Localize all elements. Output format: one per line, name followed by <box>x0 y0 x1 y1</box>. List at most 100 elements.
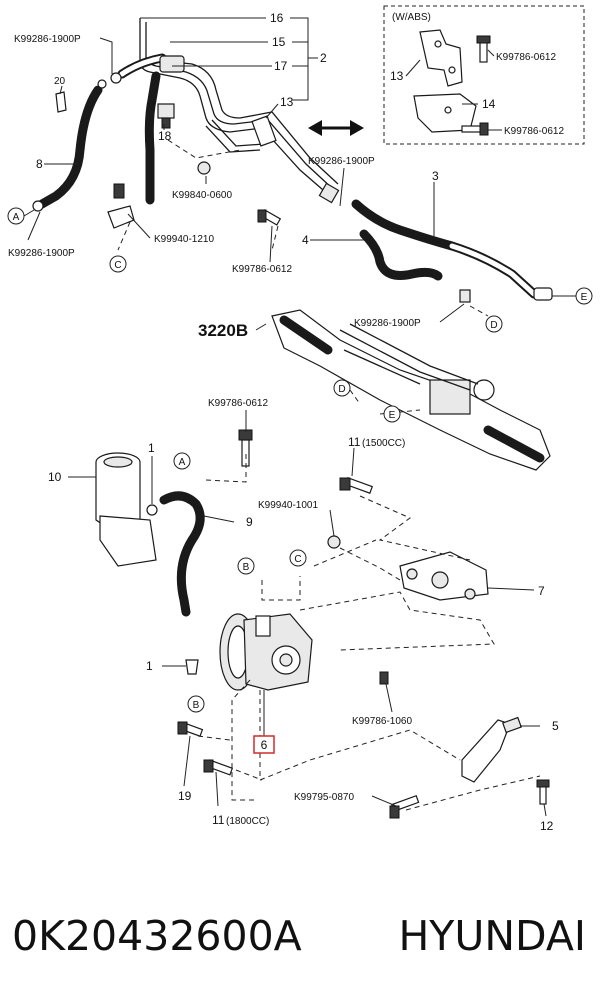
label-11b: 11 <box>212 813 225 827</box>
reference-circles: A A B B C C D D E E <box>7 207 593 713</box>
code-mid-1: K99286-1900P <box>308 156 375 167</box>
label-17: 17 <box>274 59 288 73</box>
label-1a: 1 <box>148 441 155 455</box>
power-steering-pump-6[interactable] <box>219 613 313 691</box>
label-11b-note: (1800CC) <box>226 816 269 827</box>
label-2: 2 <box>320 51 327 65</box>
label-11a: 11 <box>348 435 361 449</box>
pipe-end-nut[interactable] <box>318 182 340 204</box>
code-left: K99286-1900P <box>8 248 75 259</box>
steering-rack-3220b: 3220B <box>198 309 551 471</box>
svg-text:B: B <box>243 562 250 573</box>
svg-text:C: C <box>294 554 301 565</box>
label-1b: 1 <box>146 659 153 673</box>
bolt-11-1500[interactable] <box>339 476 374 494</box>
code-inset-1: K99786-0612 <box>496 52 556 63</box>
hose-3[interactable] <box>351 199 553 301</box>
svg-text:A: A <box>179 457 186 468</box>
code-rack: K99286-1900P <box>354 318 421 329</box>
label-11a-note: (1500CC) <box>362 438 405 449</box>
pressure-switch-18[interactable] <box>157 103 175 129</box>
clamp-1210[interactable] <box>107 183 135 229</box>
code-1001: K99940-1001 <box>258 500 318 511</box>
bracket-12[interactable] <box>461 719 511 783</box>
svg-text:A: A <box>13 212 20 223</box>
circle-e-2 <box>383 405 401 423</box>
circle-a-1 <box>7 207 25 225</box>
label-5: 5 <box>552 719 559 733</box>
fitting-15[interactable] <box>159 55 185 73</box>
bolt-5[interactable] <box>502 716 522 734</box>
label-13b: 13 <box>390 69 404 83</box>
code-0870: K99795-0870 <box>294 792 354 803</box>
label-13a: 13 <box>280 95 294 109</box>
clip-1b[interactable] <box>185 659 199 675</box>
part-number-text: 0K20432600A <box>12 912 302 960</box>
code-0600: K99840-0600 <box>172 190 232 201</box>
hose-8[interactable] <box>32 79 107 212</box>
label-20: 20 <box>54 76 66 87</box>
nut-0600[interactable] <box>197 161 211 175</box>
bracket-7[interactable] <box>399 551 489 601</box>
bolt-1060[interactable] <box>379 671 389 685</box>
label-8: 8 <box>36 157 43 171</box>
bolt-19[interactable] <box>177 721 204 737</box>
hose-9[interactable] <box>159 491 205 617</box>
label-19: 19 <box>178 789 192 803</box>
label-12: 12 <box>540 819 554 833</box>
label-7: 7 <box>538 584 545 598</box>
circle-a-2 <box>173 452 191 470</box>
inset-bolt-2[interactable] <box>461 122 489 136</box>
brand-text: HYUNDAI <box>398 912 586 960</box>
bolt-11-1800[interactable] <box>203 759 234 776</box>
direction-arrow <box>308 120 364 136</box>
circle-d-2 <box>333 379 351 397</box>
circle-b-2 <box>187 695 205 713</box>
bracket-13[interactable] <box>419 29 463 87</box>
code-0612b: K99786-0612 <box>208 398 268 409</box>
label-3: 3 <box>432 169 439 183</box>
upper-pipe-assembly <box>107 18 340 229</box>
label-14: 14 <box>482 97 496 111</box>
bolt-0870[interactable] <box>389 794 420 819</box>
label-6: 6 <box>261 738 268 752</box>
code-1210: K99940-1210 <box>154 234 214 245</box>
svg-text:C: C <box>114 260 121 271</box>
hose-4[interactable] <box>359 229 443 281</box>
inset-bolt-1[interactable] <box>476 35 491 63</box>
clamp-rack[interactable] <box>459 289 471 303</box>
label-16: 16 <box>270 11 284 25</box>
label-9: 9 <box>246 515 253 529</box>
ref-3220b: 3220B <box>198 321 248 340</box>
svg-text:D: D <box>490 320 497 331</box>
reservoir-10[interactable] <box>95 452 158 567</box>
label-18: 18 <box>158 129 172 143</box>
code-1060: K99786-1060 <box>352 716 412 727</box>
hose-clamp-top[interactable] <box>110 72 122 84</box>
connection-lines <box>117 139 541 811</box>
code-0612a: K99786-0612 <box>232 264 292 275</box>
bolt-0612-a[interactable] <box>257 209 282 226</box>
leader-lines <box>23 17 547 817</box>
abs-inset: (W/ABS) 13 14 K99786-0612 K99786-0612 <box>383 5 585 145</box>
highlighted-part-6[interactable]: 6 <box>253 735 275 754</box>
part-number-labels: 16 15 17 2 13 18 20 8 3 4 10 1 9 11 (150… <box>36 11 559 833</box>
code-inset-2: K99786-0612 <box>504 126 564 137</box>
label-10: 10 <box>48 470 62 484</box>
bolt-0612-b[interactable] <box>238 429 253 467</box>
label-15: 15 <box>272 35 286 49</box>
code-topleft: K99286-1900P <box>14 34 81 45</box>
svg-text:D: D <box>338 384 345 395</box>
clip-20[interactable] <box>55 91 67 113</box>
circle-d-1 <box>485 315 503 333</box>
part-number-footer: 0K20432600A HYUNDAI <box>0 896 600 976</box>
circle-b-1 <box>237 557 255 575</box>
code-labels: K99286-1900P K99286-1900P K99840-0600 K9… <box>8 34 421 803</box>
nut-1001[interactable] <box>327 535 341 549</box>
svg-text:E: E <box>581 292 588 303</box>
svg-text:B: B <box>193 700 200 711</box>
bolt-12[interactable] <box>536 779 550 805</box>
svg-text:E: E <box>389 410 396 421</box>
circle-c-2 <box>289 549 307 567</box>
label-4: 4 <box>302 233 309 247</box>
